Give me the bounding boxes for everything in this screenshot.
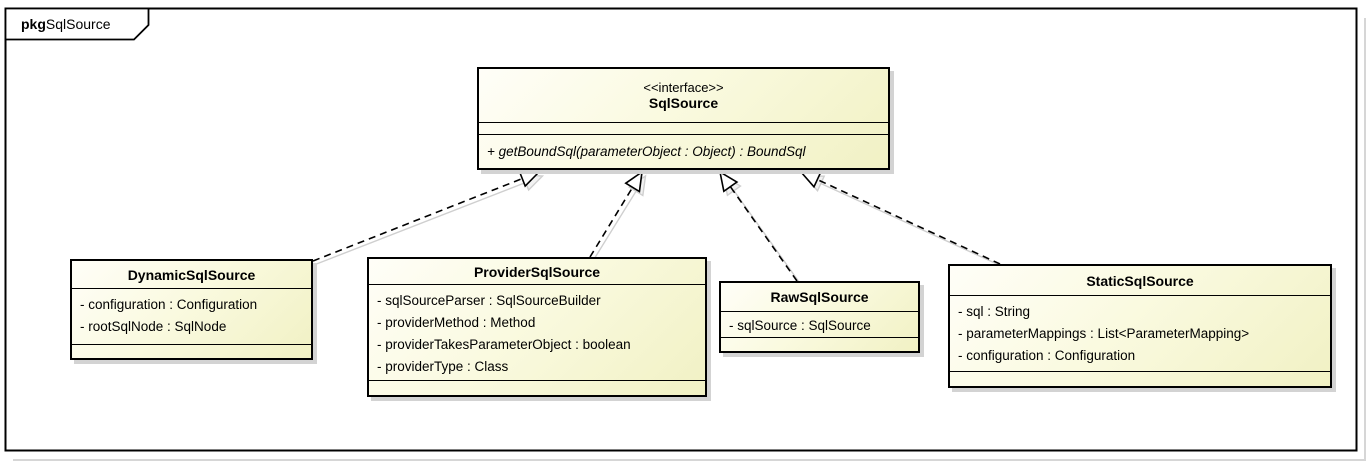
class-attributes: - sql : String - parameterMappings : Lis… [950,295,1330,371]
attribute: - sql : String [958,304,1031,319]
package-name: SqlSource [45,16,111,32]
class-name: RawSqlSource [770,289,869,305]
attribute: - sqlSource : SqlSource [729,318,871,333]
interface-attributes-compartment [479,122,888,134]
package-tab [4,7,150,41]
class-name: StaticSqlSource [1086,272,1194,289]
class-box-rawsqlsource[interactable]: RawSqlSource - sqlSource : SqlSource [719,281,920,353]
class-operations-compartment [369,380,705,395]
realization-connector-providersqlsource[interactable] [589,170,644,258]
package-label: pkgSqlSource [21,15,110,33]
frame-shadow [13,18,1366,461]
class-name: ProviderSqlSource [473,263,601,280]
class-operations-compartment [721,337,918,351]
attribute: - sqlSourceParser : SqlSourceBuilder [377,293,601,308]
attribute: - rootSqlNode : SqlNode [80,319,227,334]
interface-name: SqlSource [648,94,719,111]
attribute: - parameterMappings : List<ParameterMapp… [958,326,1250,341]
class-name: DynamicSqlSource [127,266,256,283]
attribute: - providerMethod : Method [377,315,536,330]
package-keyword: pkg [21,16,46,32]
class-box-staticsqlsource[interactable]: StaticSqlSource - sql : String - paramet… [948,264,1332,388]
realization-connector-dynamicsqlsource[interactable] [312,170,541,262]
class-box-dynamicsqlsource[interactable]: DynamicSqlSource - configuration : Confi… [70,259,313,360]
class-box-providersqlsource[interactable]: ProviderSqlSource - sqlSourceParser : Sq… [367,257,707,397]
interface-operation: + getBoundSql(parameterObject : Object) … [479,134,888,168]
interface-stereotype: <<interface>> [643,79,724,95]
class-attributes: - sqlSource : SqlSource [721,311,918,337]
attribute: - configuration : Configuration [958,348,1136,363]
class-operations-compartment [72,344,311,358]
realization-connector-staticsqlsource[interactable] [799,171,1001,265]
class-attributes: - configuration : Configuration - rootSq… [72,288,311,344]
interface-title: <<interface>> SqlSource [479,69,888,122]
attribute: - configuration : Configuration [80,297,258,312]
realization-connector-rawsqlsource[interactable] [718,170,798,282]
attribute: - providerType : Class [377,359,509,374]
interface-box-sqlsource[interactable]: <<interface>> SqlSource + getBoundSql(pa… [477,67,890,170]
class-attributes: - sqlSourceParser : SqlSourceBuilder - p… [369,284,705,380]
attribute: - providerTakesParameterObject : boolean [377,337,631,352]
class-operations-compartment [950,371,1330,386]
